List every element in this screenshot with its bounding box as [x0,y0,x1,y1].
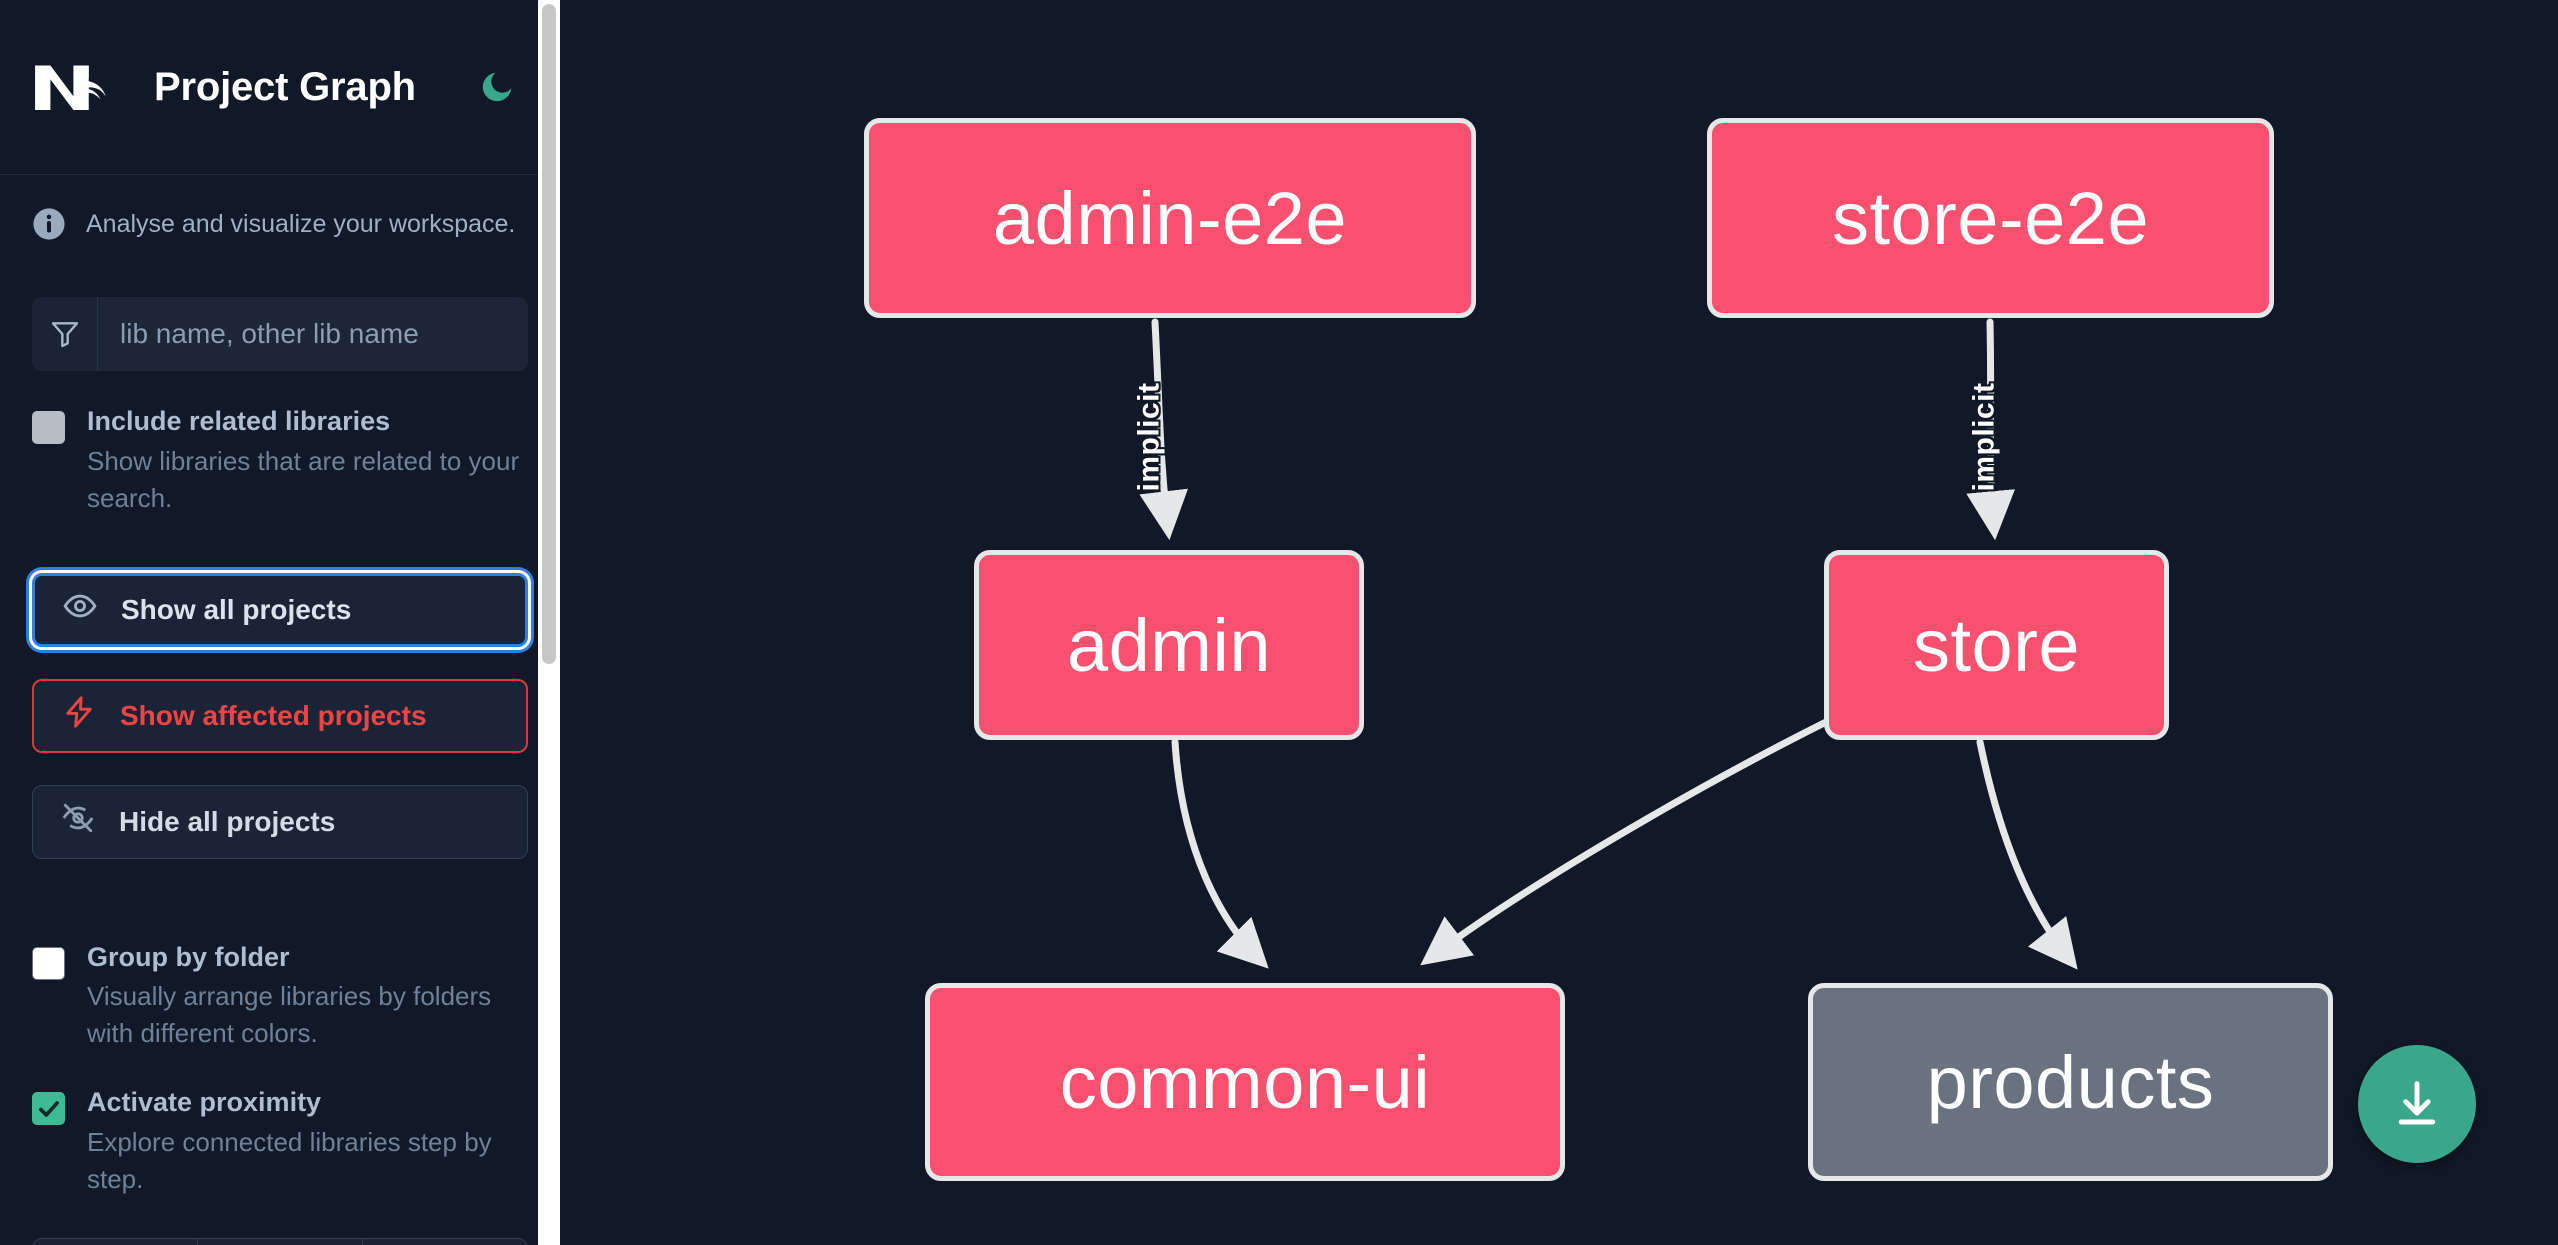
edge-store-e2e-store [1966,318,2016,541]
edge-store-products [1976,738,2078,970]
nx-logo-icon [32,59,124,115]
checkmark-icon [38,1100,59,1117]
eye-slash-icon [61,801,95,842]
edge-admin-common-ui [1171,738,1269,969]
group-by-folder-label: Group by folder [87,941,290,972]
hide-all-projects-button[interactable]: Hide all projects [32,784,528,859]
proximity-segment-2[interactable] [198,1238,363,1245]
sidebar-scrollbar[interactable] [538,0,560,1245]
proximity-segment-1[interactable] [33,1238,198,1245]
option-activate-proximity[interactable]: Activate proximity Explore connected lib… [32,1086,528,1198]
graph-node-store-e2e[interactable]: store-e2e [1707,118,2274,318]
info-circle-icon [32,207,66,241]
download-icon [2398,1081,2436,1125]
info-banner: Analyse and visualize your workspace. [0,175,560,241]
info-text: Analyse and visualize your workspace. [86,209,516,238]
download-graph-button[interactable] [2358,1045,2476,1163]
graph-node-common-ui[interactable]: common-ui [925,983,1565,1181]
show-all-projects-label: Show all projects [121,593,352,625]
group-by-folder-description: Visually arrange libraries by folders wi… [87,981,492,1049]
proximity-segmented-control[interactable] [32,1237,528,1245]
filter-section: Include related libraries Show libraries… [0,297,560,1198]
visibility-button-group: Show all projects Show affected projects [32,572,528,859]
graph-node-label: admin [1066,603,1272,687]
search-bar [32,297,528,371]
proximity-segment-3[interactable] [363,1238,527,1245]
include-related-libraries-label: Include related libraries [87,406,391,436]
graph-node-admin[interactable]: admin [974,550,1364,740]
graph-node-products[interactable]: products [1808,983,2333,1181]
funnel-icon[interactable] [32,297,98,371]
search-input[interactable] [98,297,528,371]
edge-label-admin-implicit: implicit [1132,382,1166,492]
activate-proximity-label: Activate proximity [87,1087,322,1118]
include-related-libraries-description: Show libraries that are related to your … [87,445,520,513]
graph-node-admin-e2e[interactable]: admin-e2e [864,118,1476,318]
show-affected-projects-button[interactable]: Show affected projects [32,678,528,753]
edge-store-common-ui [1420,716,1834,966]
lightning-bolt-icon [62,695,96,736]
moon-icon[interactable] [474,64,520,110]
activate-proximity-description: Explore connected libraries step by step… [87,1126,492,1194]
sidebar-scrollbar-thumb[interactable] [542,4,556,664]
graph-node-label: admin-e2e [992,176,1348,260]
activate-proximity-checkbox[interactable] [32,1092,65,1126]
graph-node-label: store [1912,603,2080,687]
eye-icon [63,589,97,630]
option-group-by-folder[interactable]: Group by folder Visually arrange librari… [32,941,528,1053]
option-include-related-libraries[interactable]: Include related libraries Show libraries… [32,405,528,517]
graph-node-label: common-ui [1059,1040,1431,1124]
graph-node-label: store-e2e [1831,176,2150,260]
hide-all-projects-label: Hide all projects [119,805,336,837]
edge-admin-e2e-admin [1139,318,1189,541]
include-related-libraries-checkbox[interactable] [32,411,65,444]
sidebar: Project Graph Analyse and visualize your… [0,0,560,1245]
sidebar-header: Project Graph [0,0,560,175]
show-all-projects-button[interactable]: Show all projects [32,572,528,647]
page-title: Project Graph [154,64,416,109]
graph-node-label: products [1926,1040,2215,1124]
show-affected-projects-label: Show affected projects [120,699,427,731]
graph-node-store[interactable]: store [1824,550,2169,740]
edge-label-store-implicit: implicit [1967,382,2001,492]
graph-canvas[interactable]: admin-e2e store-e2e admin store common-u… [560,0,2558,1245]
group-by-folder-checkbox[interactable] [32,946,65,980]
